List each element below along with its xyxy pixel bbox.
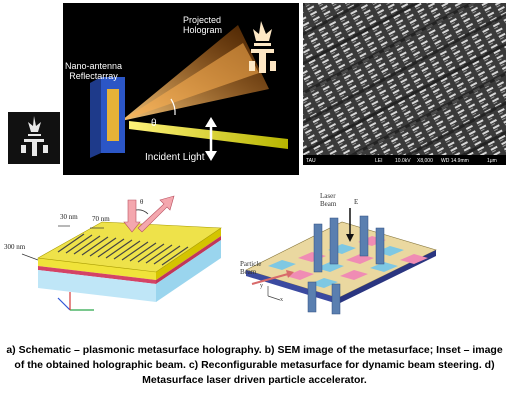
panel-b-sem-image: TAU LEI 10.0kV X8,000 WD 14.9mm 1μm — [303, 3, 506, 165]
theta-arc-c — [135, 209, 149, 215]
reflectarray-label: Nano-antenna Reflectarray — [65, 61, 123, 81]
dim-70-label: 70 nm — [92, 215, 110, 223]
reflected-beam-arrow — [137, 195, 175, 233]
sem-scale: 1μm — [487, 158, 497, 164]
axis-d-y-label: y — [260, 283, 263, 289]
sem-info-bar — [303, 155, 506, 165]
sem-detector: LEI — [375, 158, 383, 164]
sem-kv: 10.0kV — [395, 158, 411, 164]
holography-illustration — [90, 21, 288, 161]
slab-right-red — [156, 236, 221, 284]
sem-texture — [303, 3, 506, 155]
slit-array — [57, 233, 189, 266]
sem-wd: WD 14.9mm — [441, 158, 469, 164]
particle-beam-label: Particle Beam — [240, 260, 262, 276]
inset-emblem — [21, 116, 48, 156]
slab-front-blue — [38, 270, 156, 302]
dim-300-line — [21, 253, 39, 261]
projection-cone — [121, 25, 269, 121]
dim-300-label: 300 nm — [4, 243, 26, 251]
base-slab-side — [338, 250, 436, 304]
axis-d-x — [267, 295, 281, 301]
e-field-label: E — [354, 198, 359, 206]
slab-right-top — [156, 228, 221, 280]
projected-hologram-label: Projected Hologram — [183, 15, 223, 35]
incident-light-arrow — [129, 121, 288, 149]
incident-light-label: Incident Light — [145, 152, 205, 163]
hologram-emblem — [249, 21, 276, 73]
sem-mag: X8,000 — [417, 158, 433, 164]
axis-blue — [57, 297, 71, 311]
incident-beam-arrow — [123, 199, 141, 233]
panel-d-particle-accelerator: Laser Beam E Particle Beam x y — [238, 188, 444, 318]
particle-beam-arrowhead — [286, 270, 294, 278]
axis-d-x-label: x — [280, 297, 283, 303]
slab-right-blue — [156, 240, 221, 302]
figure-caption: a) Schematic – plasmonic metasurface hol… — [6, 344, 503, 386]
reflectarray-side — [90, 77, 101, 158]
slab-front-red — [38, 266, 156, 284]
panel-a-holography-schematic: Projected Hologram Nano-antenna Reflecta… — [63, 3, 299, 175]
accelerator-illustration — [245, 208, 437, 315]
theta-label: θ — [151, 118, 157, 129]
reflectarray-surface — [107, 89, 119, 141]
projection-cone-core — [121, 43, 259, 121]
sem-org: TAU — [306, 158, 316, 164]
steering-arrow-down — [205, 151, 217, 161]
inset-holographic-beam — [8, 112, 60, 164]
theta-arc — [170, 98, 176, 116]
particle-beam-arrow — [251, 273, 289, 285]
panel-c-reconfigurable-metasurface: 30 nm 70 nm 300 nm θ — [4, 188, 234, 320]
laser-beam-label: Laser Beam — [320, 192, 337, 208]
e-field-arrowhead — [346, 234, 354, 242]
theta-c-label: θ — [140, 198, 144, 206]
steering-arrow-up — [205, 117, 217, 127]
laser-beam-cylinders — [307, 215, 385, 315]
dim-30-label: 30 nm — [60, 213, 78, 221]
metasurface-stack — [21, 195, 222, 311]
slab-front-top — [38, 258, 156, 280]
